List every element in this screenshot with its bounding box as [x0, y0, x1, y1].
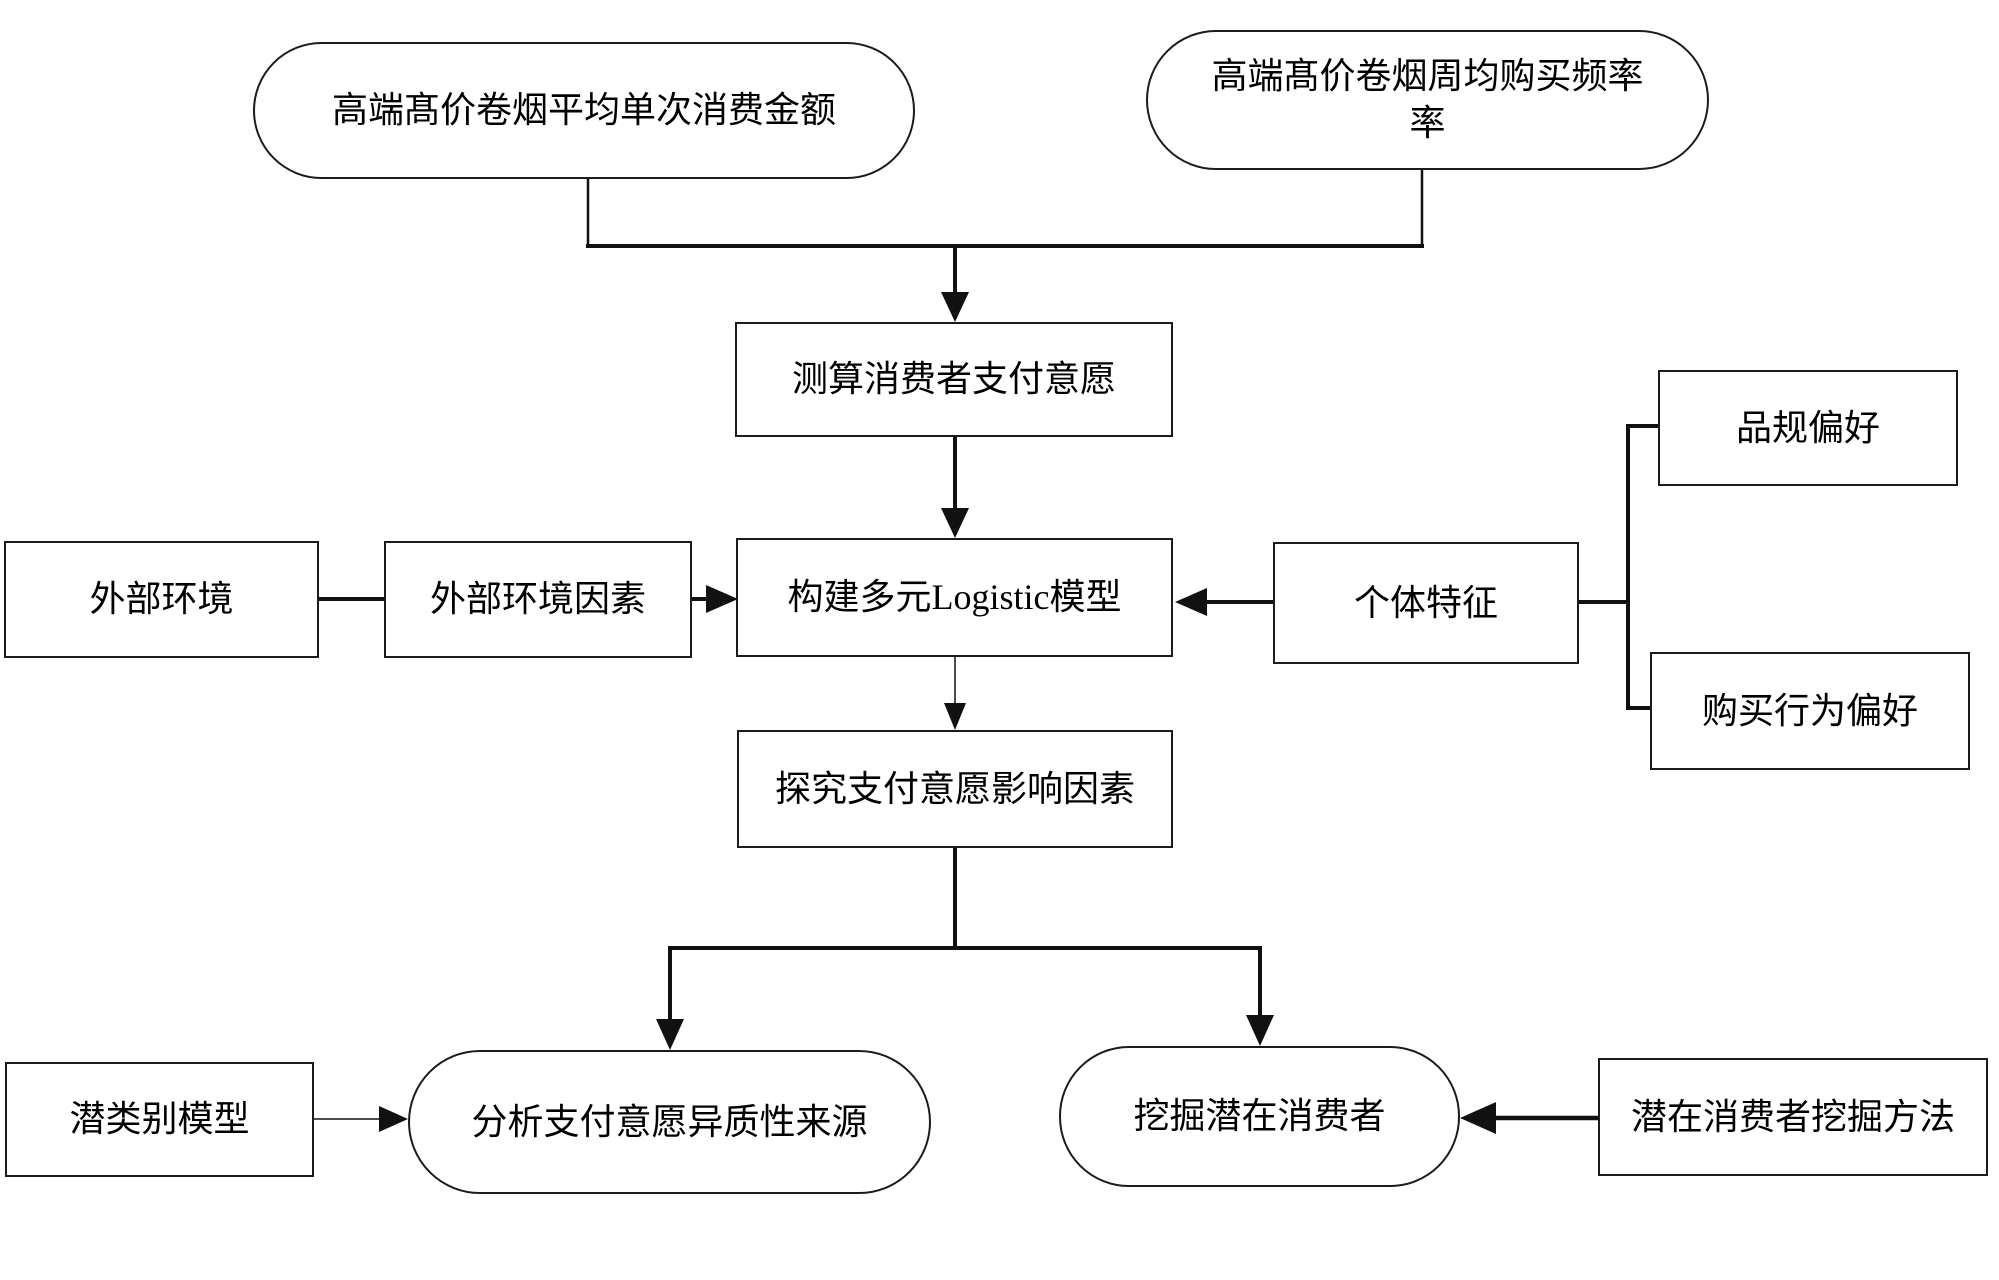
node-logistic-model-label: 构建多元Logistic模型 [787, 577, 1122, 618]
node-analyze-heterogeneity: 分析支付意愿异质性来源 [408, 1050, 931, 1194]
node-brand-spec-pref-label: 品规偏好 [1735, 407, 1880, 448]
node-purchase-behavior-pref: 购买行为偏好 [1650, 652, 1970, 770]
node-measure-wtp-label: 测算消费者支付意愿 [791, 359, 1116, 400]
node-individual-traits-label: 个体特征 [1353, 582, 1498, 623]
arrowhead-into-mine-right [1460, 1102, 1496, 1134]
node-explore-factors: 探究支付意愿影响因素 [737, 730, 1173, 848]
node-latent-class-model: 潜类别模型 [5, 1062, 314, 1177]
node-mining-method-label: 潜在消费者挖掘方法 [1630, 1096, 1955, 1137]
node-mine-potential-label: 挖掘潜在消费者 [1133, 1096, 1386, 1137]
node-latent-class-model-label: 潜类别模型 [69, 1099, 250, 1140]
arrowhead-into-analyze [656, 1019, 684, 1050]
node-avg-spend-label: 高端髙价卷烟平均单次消费金额 [331, 90, 836, 131]
node-weekly-freq-source: 高端髙价卷烟周均购买频率率 [1146, 30, 1709, 170]
node-external-env-factors-label: 外部环境因素 [429, 579, 646, 620]
node-individual-traits: 个体特征 [1273, 542, 1579, 664]
node-measure-wtp: 测算消费者支付意愿 [735, 322, 1173, 437]
node-purchase-behavior-pref-label: 购买行为偏好 [1701, 690, 1918, 731]
node-avg-spend-source: 高端髙价卷烟平均单次消费金额 [253, 42, 915, 179]
node-brand-spec-pref: 品规偏好 [1658, 370, 1958, 486]
node-logistic-model: 构建多元Logistic模型 [736, 538, 1173, 657]
arrowhead-into-analyze-left [379, 1106, 408, 1132]
node-analyze-heterogeneity-label: 分析支付意愿异质性来源 [471, 1101, 868, 1142]
arrowhead-into-explore [944, 703, 966, 730]
node-external-env-factors: 外部环境因素 [384, 541, 692, 658]
node-mining-method: 潜在消费者挖掘方法 [1598, 1058, 1988, 1176]
arrowhead-into-logistic-top [941, 508, 969, 538]
arrowhead-into-mine-top [1246, 1015, 1274, 1046]
node-external-env: 外部环境 [4, 541, 319, 658]
arrowhead-into-logistic-right [1175, 588, 1207, 616]
node-mine-potential: 挖掘潜在消费者 [1059, 1046, 1460, 1187]
arrowhead-into-measure [941, 292, 969, 322]
node-explore-factors-label: 探究支付意愿影响因素 [774, 768, 1135, 809]
node-external-env-label: 外部环境 [89, 579, 234, 620]
node-weekly-freq-label: 高端髙价卷烟周均购买频率率 [1211, 56, 1644, 143]
arrowhead-into-logistic-left [706, 585, 738, 613]
